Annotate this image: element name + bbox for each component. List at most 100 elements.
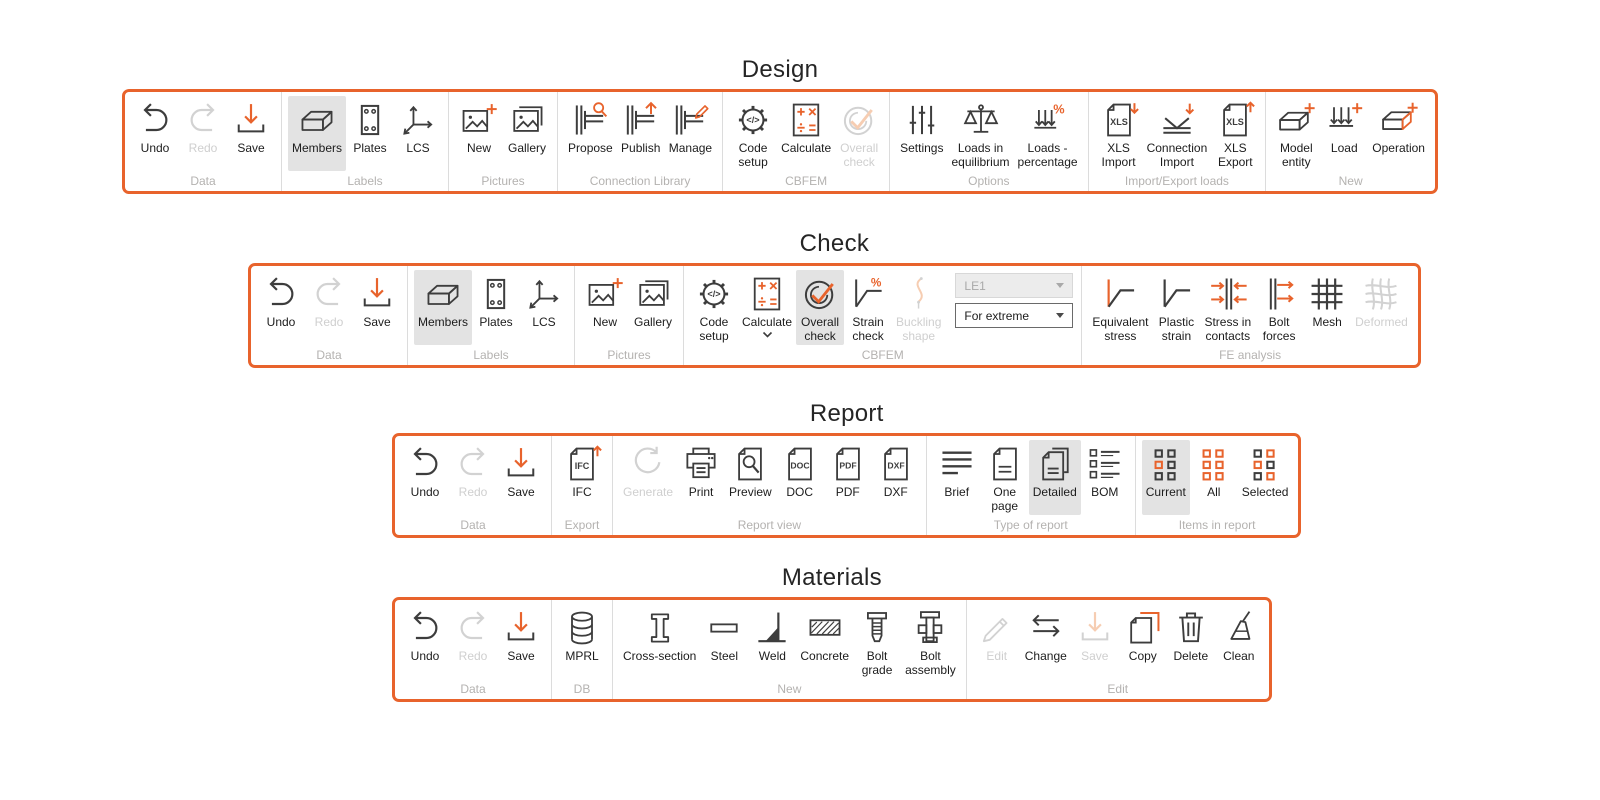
save-button[interactable]: Save	[497, 440, 545, 515]
delete-button[interactable]: Delete	[1167, 604, 1215, 679]
save-button[interactable]: Save	[353, 270, 401, 345]
button-label: Save	[507, 485, 535, 499]
plastic-strain-icon	[1156, 272, 1196, 314]
brief-button[interactable]: Brief	[933, 440, 981, 515]
button-label: IFC	[572, 485, 592, 499]
members-button[interactable]: Members	[414, 270, 473, 346]
equivalent-stress-button[interactable]: Equivalent stress	[1088, 270, 1152, 345]
for-extreme-dropdown[interactable]: For extreme	[955, 303, 1074, 328]
button-label: Selected	[1241, 485, 1289, 499]
lcs-icon	[524, 272, 564, 314]
manage-button[interactable]: Manage	[665, 96, 716, 171]
stress-in-contacts-button[interactable]: Stress in contacts	[1200, 270, 1255, 345]
button-label: Generate	[623, 485, 674, 499]
one-page-icon	[985, 442, 1025, 484]
propose-button[interactable]: Propose	[564, 96, 617, 171]
undo-icon	[261, 272, 301, 314]
preview-button[interactable]: Preview	[725, 440, 776, 515]
plastic-strain-button[interactable]: Plastic strain	[1152, 270, 1200, 345]
weld-button[interactable]: Weld	[748, 604, 796, 679]
overall-check-icon	[800, 272, 840, 314]
gallery-button[interactable]: Gallery	[503, 96, 551, 171]
undo-button[interactable]: Undo	[257, 270, 305, 345]
members-button[interactable]: Members	[288, 96, 347, 172]
manage-icon	[670, 98, 710, 140]
save-button[interactable]: Save	[497, 604, 545, 679]
items-current-icon	[1146, 442, 1186, 484]
selected-button[interactable]: Selected	[1238, 440, 1293, 515]
gallery-button[interactable]: Gallery	[629, 270, 677, 345]
connection-import-button[interactable]: Connection Import	[1143, 96, 1212, 171]
undo-button[interactable]: Undo	[131, 96, 179, 171]
concrete-button[interactable]: Concrete	[796, 604, 853, 679]
model-entity-button[interactable]: Model entity	[1272, 96, 1320, 171]
code-setup-button[interactable]: </>Code setup	[729, 96, 777, 171]
chevron-down-icon	[1056, 283, 1065, 288]
all-button[interactable]: All	[1190, 440, 1238, 515]
new-button[interactable]: New	[581, 270, 629, 345]
strain-check-button[interactable]: %Strain check	[844, 270, 892, 345]
detailed-button[interactable]: Detailed	[1028, 440, 1081, 516]
propose-icon	[570, 98, 610, 140]
loads-in-equilibrium-button[interactable]: Loads in equilibrium	[947, 96, 1013, 171]
clean-button[interactable]: Clean	[1215, 604, 1263, 679]
save-button[interactable]: Save	[227, 96, 275, 171]
button-label: Stress in contacts	[1204, 315, 1252, 343]
current-button[interactable]: Current	[1141, 440, 1190, 516]
xls-export-icon: XLS	[1215, 98, 1256, 140]
mesh-button[interactable]: Mesh	[1303, 270, 1351, 345]
group-label-items-in-report: Items in report	[1178, 518, 1256, 533]
bom-button[interactable]: BOM	[1081, 440, 1129, 515]
load-button[interactable]: Load	[1320, 96, 1368, 171]
bolt-assembly-button[interactable]: Bolt assembly	[901, 604, 960, 679]
new-button[interactable]: New	[455, 96, 503, 171]
brief-icon	[937, 442, 977, 484]
save-icon	[1075, 606, 1115, 648]
change-button[interactable]: Change	[1021, 604, 1071, 679]
bolt-grade-button[interactable]: Bolt grade	[853, 604, 901, 679]
operation-button[interactable]: Operation	[1368, 96, 1429, 171]
print-button[interactable]: Print	[677, 440, 725, 515]
lcs-button[interactable]: LCS	[394, 96, 442, 171]
undo-button[interactable]: Undo	[401, 440, 449, 515]
one-page-button[interactable]: One page	[981, 440, 1029, 515]
plates-button[interactable]: Plates	[472, 270, 520, 345]
copy-button[interactable]: Copy	[1119, 604, 1167, 679]
mprl-button[interactable]: MPRL	[558, 604, 606, 679]
steel-button[interactable]: Steel	[700, 604, 748, 679]
code-setup-button[interactable]: </>Code setup	[690, 270, 738, 345]
button-label: Save	[1081, 649, 1109, 663]
settings-button[interactable]: Settings	[896, 96, 947, 171]
button-label: Plastic strain	[1158, 315, 1195, 343]
group-label-cbfem: CBFEM	[785, 174, 828, 189]
calculate-button[interactable]: Calculate	[738, 270, 796, 345]
undo-button[interactable]: Undo	[401, 604, 449, 679]
mesh-icon	[1307, 272, 1347, 314]
lcs-button[interactable]: LCS	[520, 270, 568, 345]
calculate-button[interactable]: Calculate	[777, 96, 835, 171]
lcs-icon	[398, 98, 438, 140]
bolt-forces-button[interactable]: Bolt forces	[1255, 270, 1303, 345]
loads-percentage-button[interactable]: %Loads - percentage	[1014, 96, 1082, 171]
cross-section-button[interactable]: Cross-section	[619, 604, 700, 679]
plates-button[interactable]: Plates	[346, 96, 394, 171]
publish-button[interactable]: Publish	[617, 96, 665, 171]
button-label: New	[593, 315, 618, 329]
equivalent-stress-icon	[1100, 272, 1140, 314]
overall-check-button[interactable]: Overall check	[796, 270, 845, 346]
